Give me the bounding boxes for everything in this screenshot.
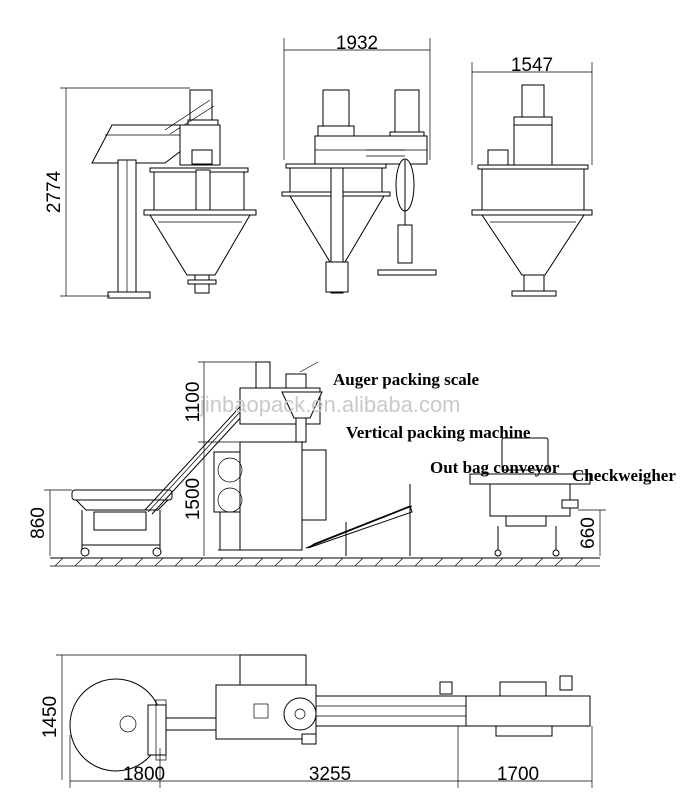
auger-packing-scale	[239, 361, 323, 443]
dim-packer-height: 1500	[183, 441, 240, 556]
dim-auger-height: 1100	[183, 361, 270, 442]
dim-front-width-label: 1932	[336, 33, 378, 54]
label-vertical-packing-machine: Vertical packing machine	[346, 423, 531, 442]
dim-auger-height-label: 1100	[183, 382, 204, 423]
label-out-bag-conveyor: Out bag conveyor	[430, 458, 560, 477]
dim-plan-lengths: 1800 3255 1700	[69, 726, 593, 788]
dim-plan-len-checkweigher-label: 1700	[497, 764, 539, 785]
label-checkweigher: Checkweigher	[572, 466, 676, 485]
dim-overall-height: 2774	[44, 87, 190, 297]
dim-checkweigher-height-label: 660	[578, 517, 599, 549]
dim-front-width: 1932	[283, 33, 431, 160]
dim-plan-depth: 1450	[40, 654, 240, 780]
label-auger-packing-scale: Auger packing scale	[333, 370, 480, 389]
dim-plan-depth-label: 1450	[40, 696, 61, 738]
dim-plan-len-feeder-label: 1800	[123, 764, 165, 785]
plan-view	[69, 654, 591, 772]
dim-side-width: 1547	[471, 55, 593, 165]
auger-filler-end-view	[471, 84, 593, 297]
out-bag-conveyor	[305, 484, 413, 556]
dim-checkweigher-height: 660	[578, 509, 606, 556]
dim-packer-height-label: 1500	[183, 478, 204, 520]
dim-overall-height-label: 2774	[44, 170, 65, 213]
dim-plan-len-packer-label: 3255	[309, 764, 351, 785]
ground-line	[50, 557, 600, 567]
dim-side-width-label: 1547	[511, 55, 553, 76]
dim-feeder-height: 860	[28, 489, 72, 556]
checkweigher	[469, 437, 591, 557]
dim-feeder-height-label: 860	[28, 507, 49, 539]
auger-filler-front-view	[281, 89, 437, 294]
vertical-packing-machine	[213, 441, 327, 551]
auger-filler-side-view	[91, 89, 257, 299]
watermark: jinbaopack.en.alibaba.com	[199, 392, 461, 417]
